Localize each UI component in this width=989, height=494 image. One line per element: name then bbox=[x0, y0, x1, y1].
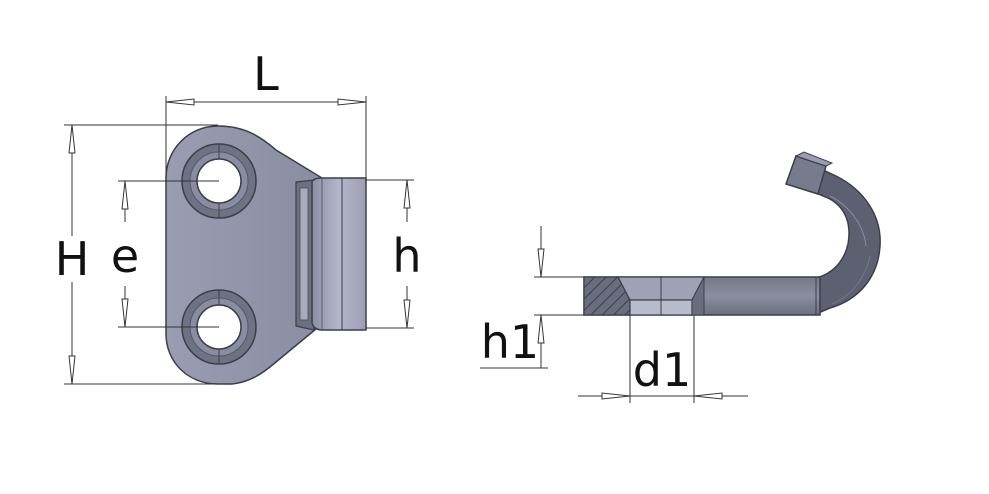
label-e: e bbox=[111, 229, 139, 283]
side-view: h1 d1 bbox=[480, 151, 881, 403]
label-h1: h1 bbox=[481, 315, 539, 369]
label-h: h bbox=[392, 229, 421, 283]
dimension-e: e bbox=[111, 180, 219, 328]
label-H: H bbox=[55, 232, 90, 286]
dimension-H: H bbox=[55, 124, 218, 385]
dimension-h: h bbox=[366, 179, 422, 329]
label-L: L bbox=[253, 47, 279, 101]
hook-front-face bbox=[295, 177, 367, 331]
countersink-section bbox=[583, 276, 705, 316]
dimension-d1: d1 bbox=[578, 315, 748, 403]
dimension-h1: h1 bbox=[480, 226, 584, 369]
label-d1: d1 bbox=[633, 343, 691, 397]
dimension-L: L bbox=[165, 47, 367, 178]
front-view: L H e h bbox=[55, 47, 422, 385]
hook-curve bbox=[799, 160, 881, 316]
